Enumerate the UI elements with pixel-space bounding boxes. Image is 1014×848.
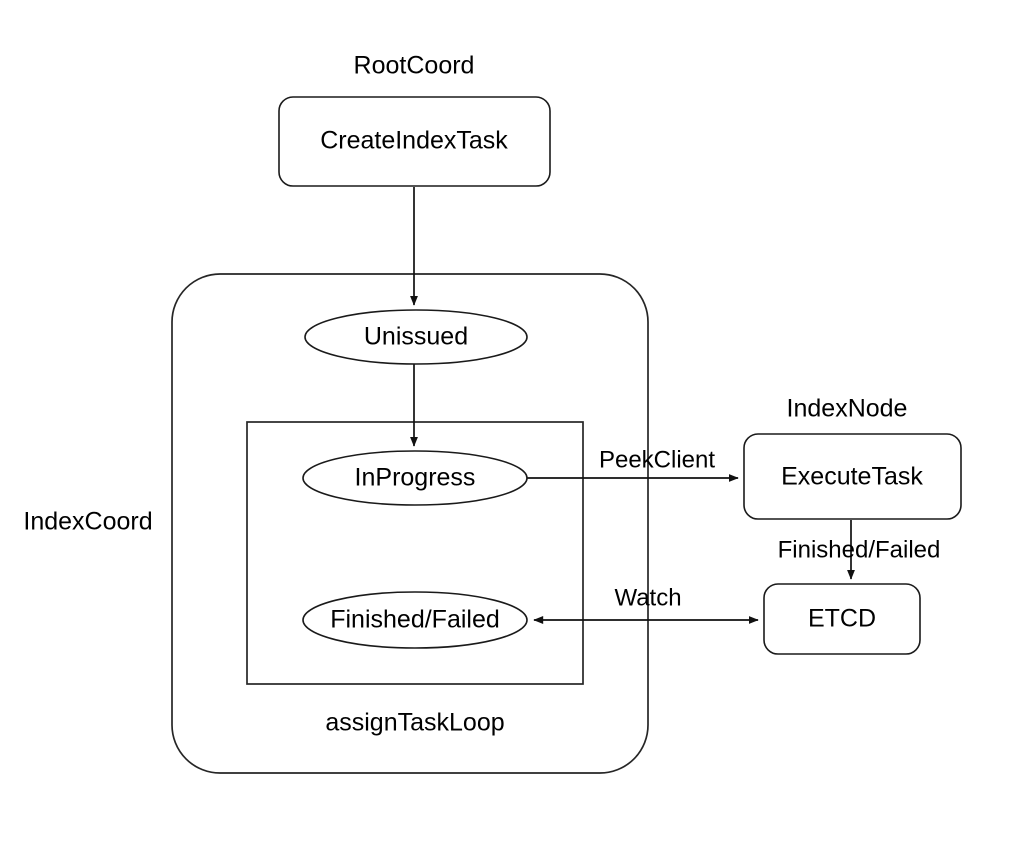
inprogress-label: InProgress bbox=[355, 464, 476, 492]
node-finished-failed[interactable]: Finished/Failed bbox=[302, 591, 528, 649]
execute-task-box[interactable] bbox=[743, 433, 962, 520]
unissued-label: Unissued bbox=[364, 323, 468, 351]
etcd-box[interactable] bbox=[763, 583, 921, 655]
group-label-indexnode: IndexNode bbox=[787, 395, 908, 423]
node-etcd[interactable]: ETCD bbox=[763, 583, 921, 655]
node-unissued[interactable]: Unissued bbox=[304, 309, 528, 365]
finished-failed-label: Finished/Failed bbox=[330, 606, 500, 634]
create-index-task-box[interactable] bbox=[278, 96, 551, 187]
node-execute-task[interactable]: ExecuteTask bbox=[743, 433, 962, 520]
indexcoord-boundary bbox=[171, 273, 649, 774]
group-label-assigntaskloop: assignTaskLoop bbox=[325, 709, 504, 737]
node-inprogress[interactable]: InProgress bbox=[302, 450, 528, 506]
finished-failed-ellipse[interactable] bbox=[302, 591, 528, 649]
create-index-task-label: CreateIndexTask bbox=[320, 127, 508, 155]
group-indexcoord-container bbox=[171, 273, 649, 774]
execute-task-label: ExecuteTask bbox=[781, 463, 923, 491]
edge-label-watch: Watch bbox=[614, 584, 681, 611]
unissued-ellipse[interactable] bbox=[304, 309, 528, 365]
etcd-label: ETCD bbox=[808, 605, 876, 633]
edge-label-peekclient: PeekClient bbox=[599, 446, 715, 473]
edge-label-finished-failed: Finished/Failed bbox=[778, 536, 941, 563]
assigntaskloop-boundary bbox=[246, 421, 584, 685]
group-label-rootcoord: RootCoord bbox=[354, 52, 475, 80]
group-label-indexcoord: IndexCoord bbox=[23, 508, 152, 536]
inprogress-ellipse[interactable] bbox=[302, 450, 528, 506]
group-assigntaskloop-container bbox=[246, 421, 584, 685]
node-create-index-task[interactable]: CreateIndexTask bbox=[278, 96, 551, 187]
